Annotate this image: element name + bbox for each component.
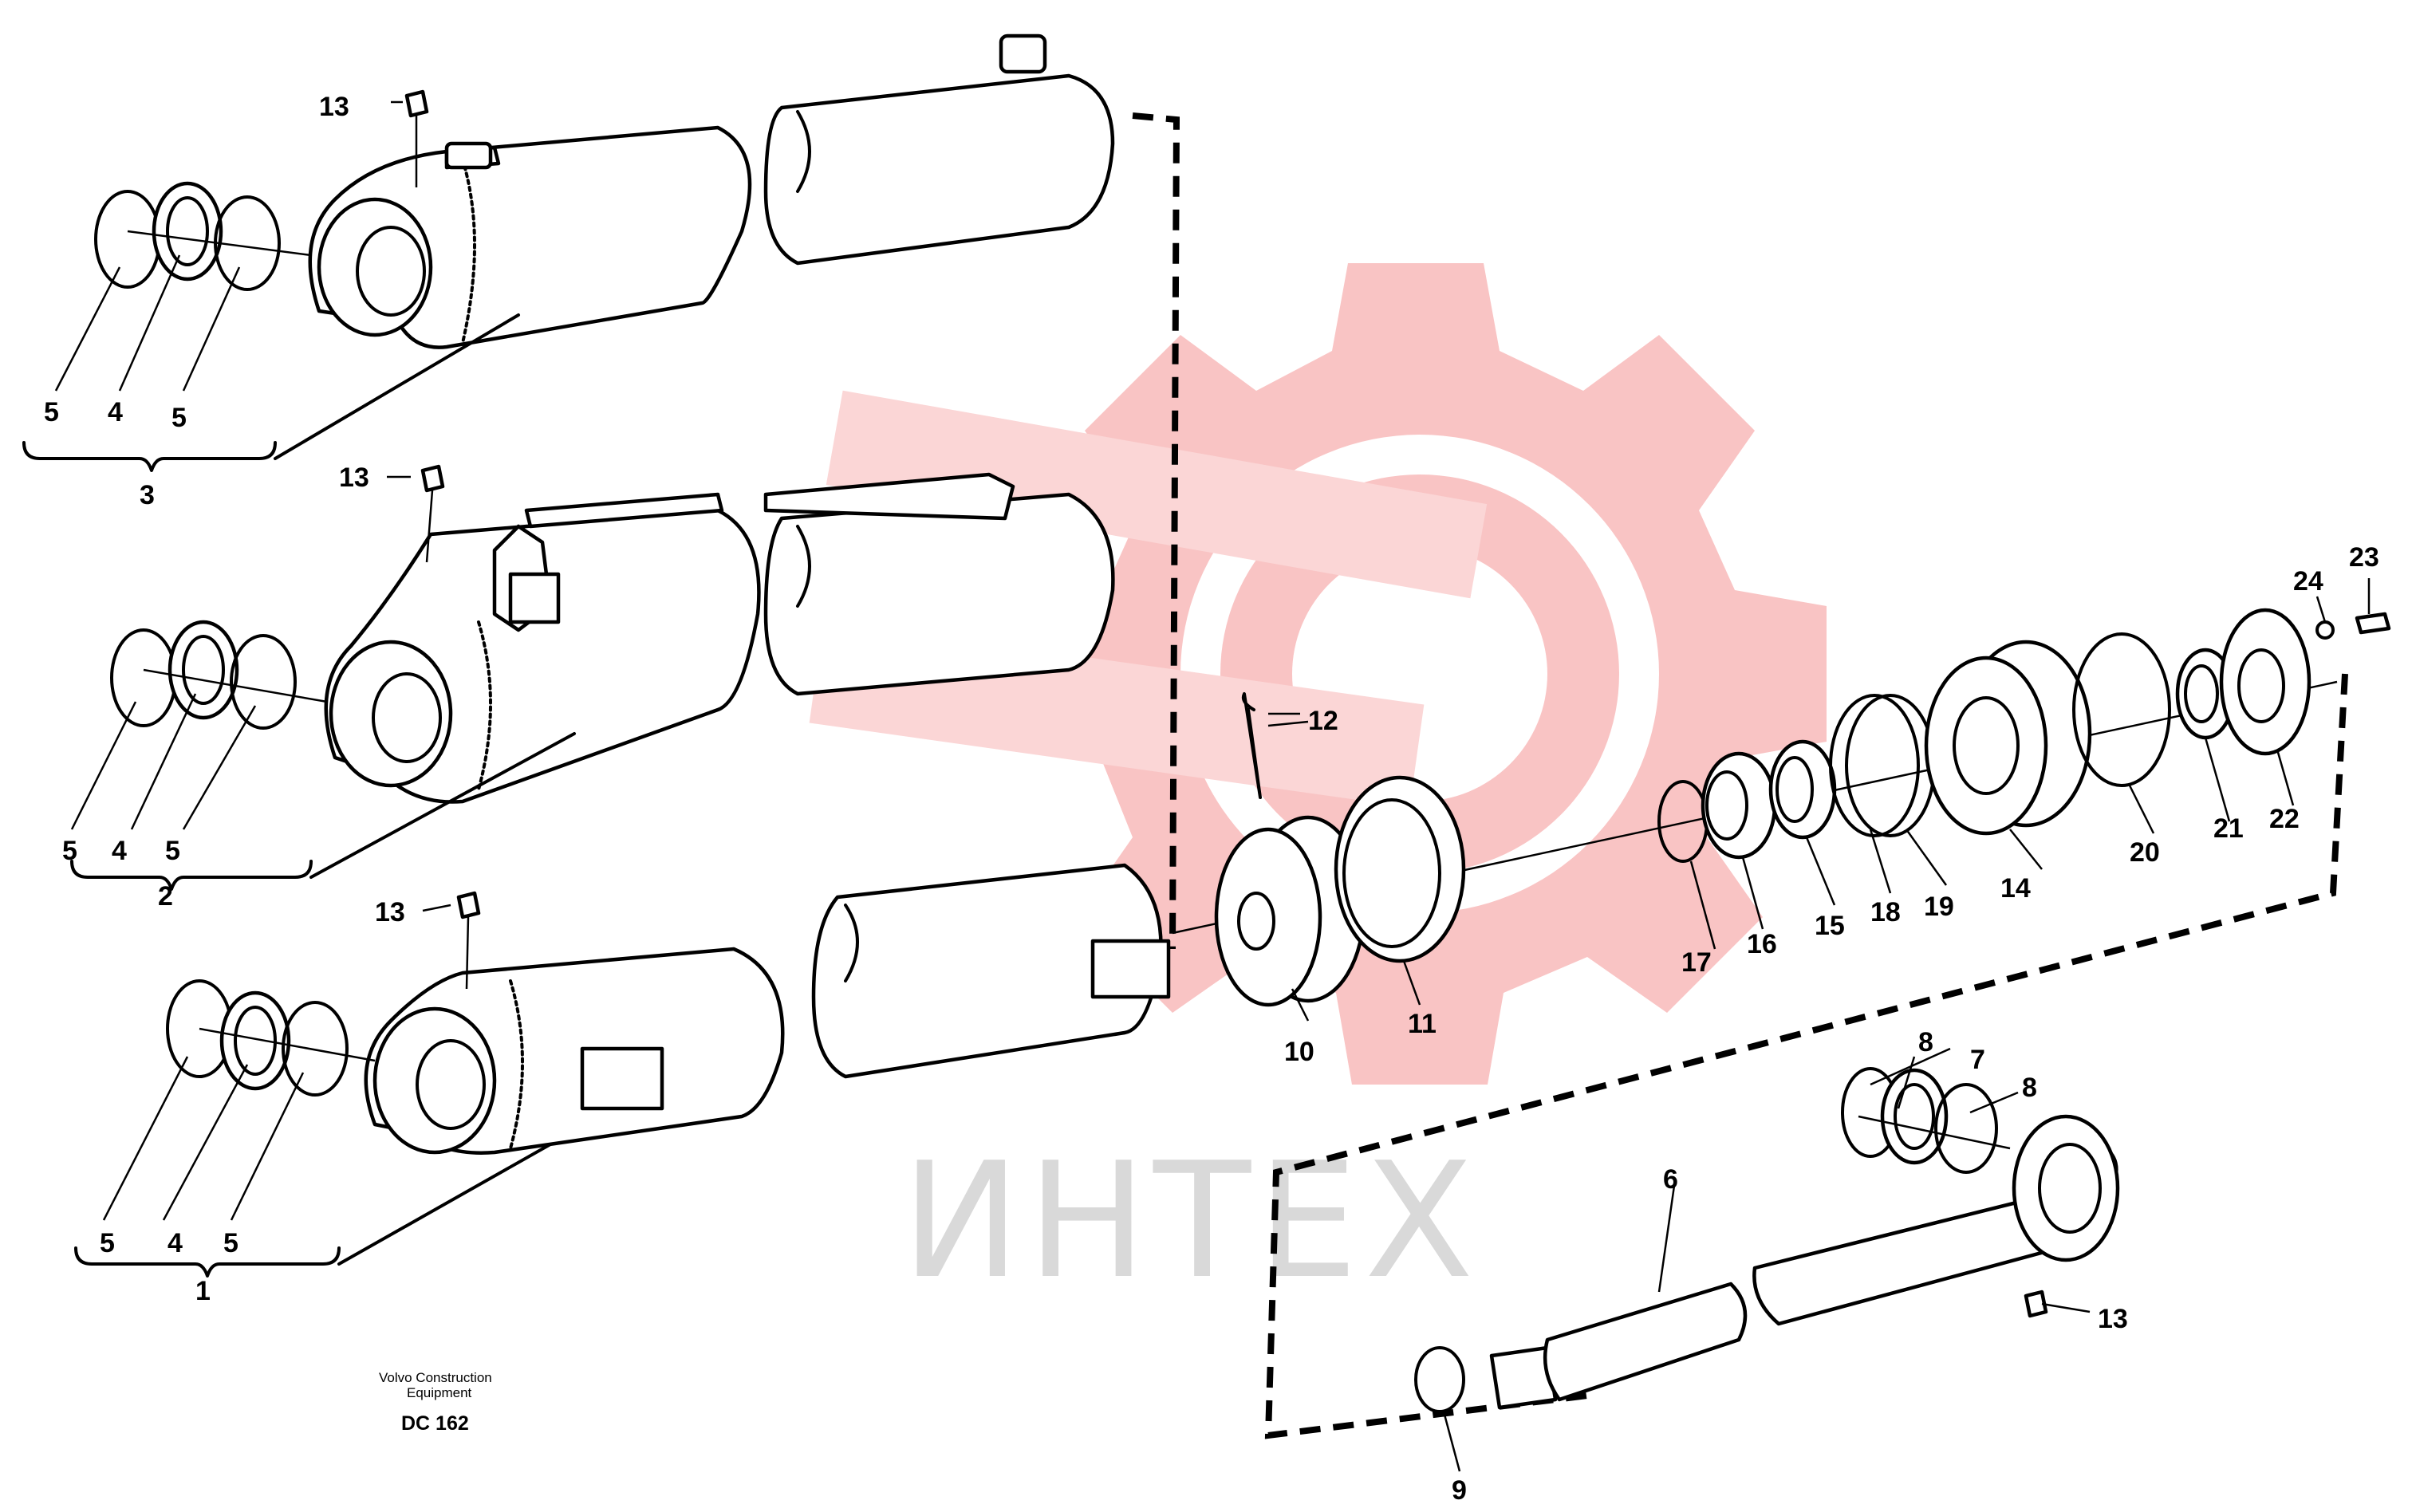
callout-5: 5: [171, 403, 187, 433]
grease-nipple-13a: [404, 89, 429, 187]
callout-8: 8: [1918, 1027, 1933, 1057]
callout-2: 2: [158, 881, 173, 912]
footer-line-2: Equipment: [407, 1385, 472, 1400]
leader-lines: [54, 100, 2371, 1472]
cylinder-tube-1: [364, 863, 1171, 1155]
callout-13: 13: [339, 463, 369, 493]
callout-13: 13: [2098, 1304, 2128, 1334]
watermark-gear-logo: [809, 263, 1827, 1085]
callout-4: 4: [112, 836, 127, 866]
callout-13: 13: [375, 897, 405, 927]
callout-23: 23: [2349, 542, 2379, 573]
callout-10: 10: [1284, 1037, 1314, 1067]
grease-nipple-13d: [2024, 1290, 2048, 1318]
piston-rod-6: [1414, 1114, 2120, 1413]
bushing-set-rod: [1841, 1067, 2011, 1174]
callout-13: 13: [319, 92, 349, 122]
callout-3: 3: [140, 480, 155, 510]
bushing-set-2: [110, 620, 328, 730]
callout-18: 18: [1870, 897, 1901, 927]
callout-4: 4: [108, 397, 123, 427]
callout-16: 16: [1747, 929, 1777, 959]
callout-9: 9: [1452, 1475, 1467, 1506]
callout-5: 5: [223, 1228, 238, 1258]
guide-ring-11: [1334, 775, 1466, 963]
drawing-code: DC 162: [401, 1412, 469, 1435]
grease-nipple-13b: [420, 464, 445, 563]
callout-21: 21: [2213, 813, 2244, 844]
callout-22: 22: [2269, 804, 2300, 834]
end-parts-20-24: [2072, 608, 2391, 787]
assembly-connector-line: [1132, 112, 2348, 1439]
callout-6: 6: [1663, 1164, 1678, 1195]
callouts: 5 4 5 3 13 13 5 4 5 2 13 5 4 5 1 12 10 1…: [44, 92, 2379, 1506]
callout-20: 20: [2130, 837, 2160, 868]
assembly-brackets: [22, 313, 576, 1278]
callout-14: 14: [2000, 873, 2031, 904]
cylinder-head-14: [1924, 640, 2092, 836]
callout-8: 8: [2022, 1073, 2037, 1103]
bushing-set-1: [166, 979, 376, 1097]
callout-5: 5: [62, 836, 77, 866]
watermark-text: ИНТЕХ: [901, 1128, 1480, 1314]
footer-line-1: Volvo Construction: [379, 1370, 492, 1385]
footer-credit: Volvo Construction Equipment DC 162: [379, 1370, 492, 1435]
callout-1: 1: [195, 1276, 211, 1306]
callout-19: 19: [1924, 892, 1954, 922]
piston-seals-15-19: [1657, 694, 1936, 863]
callout-5: 5: [44, 397, 59, 427]
callout-15: 15: [1815, 911, 1845, 941]
cylinder-tube-2: [324, 472, 1115, 804]
cotter-pin-12: [1241, 692, 1300, 799]
callout-4: 4: [168, 1228, 183, 1258]
bushing-set-3: [94, 181, 312, 291]
callout-11: 11: [1408, 1009, 1437, 1039]
callout-5: 5: [165, 836, 180, 866]
grease-nipple-13c: [456, 891, 481, 990]
callout-12: 12: [1308, 706, 1338, 736]
cylinder-tube-3: [308, 33, 1115, 349]
callout-24: 24: [2293, 566, 2323, 597]
callout-5: 5: [100, 1228, 115, 1258]
callout-7: 7: [1970, 1045, 1985, 1075]
callout-17: 17: [1681, 947, 1712, 978]
